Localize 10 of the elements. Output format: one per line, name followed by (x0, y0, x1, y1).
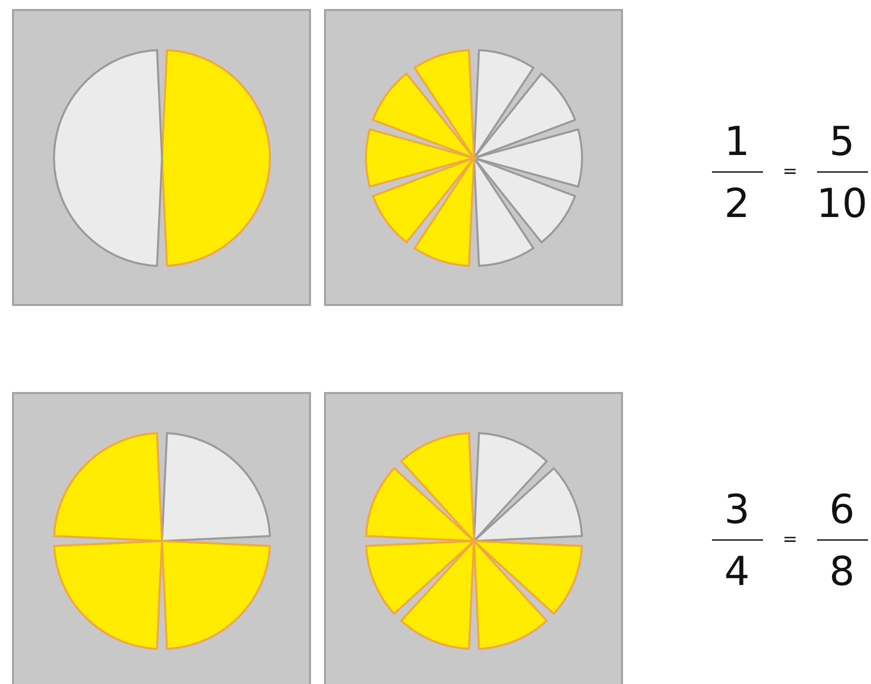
fraction-number: 4 (724, 552, 750, 592)
fraction-number: 10 (816, 184, 868, 224)
equals-sign: = (782, 163, 798, 181)
fraction-number: 6 (829, 490, 855, 530)
fraction-number: 8 (829, 552, 855, 592)
equals-sign: = (782, 531, 798, 549)
fraction-number: 2 (724, 184, 750, 224)
fraction-number: 5 (829, 122, 855, 162)
fraction-number: 1 (724, 122, 750, 162)
fraction-number: 3 (724, 490, 750, 530)
